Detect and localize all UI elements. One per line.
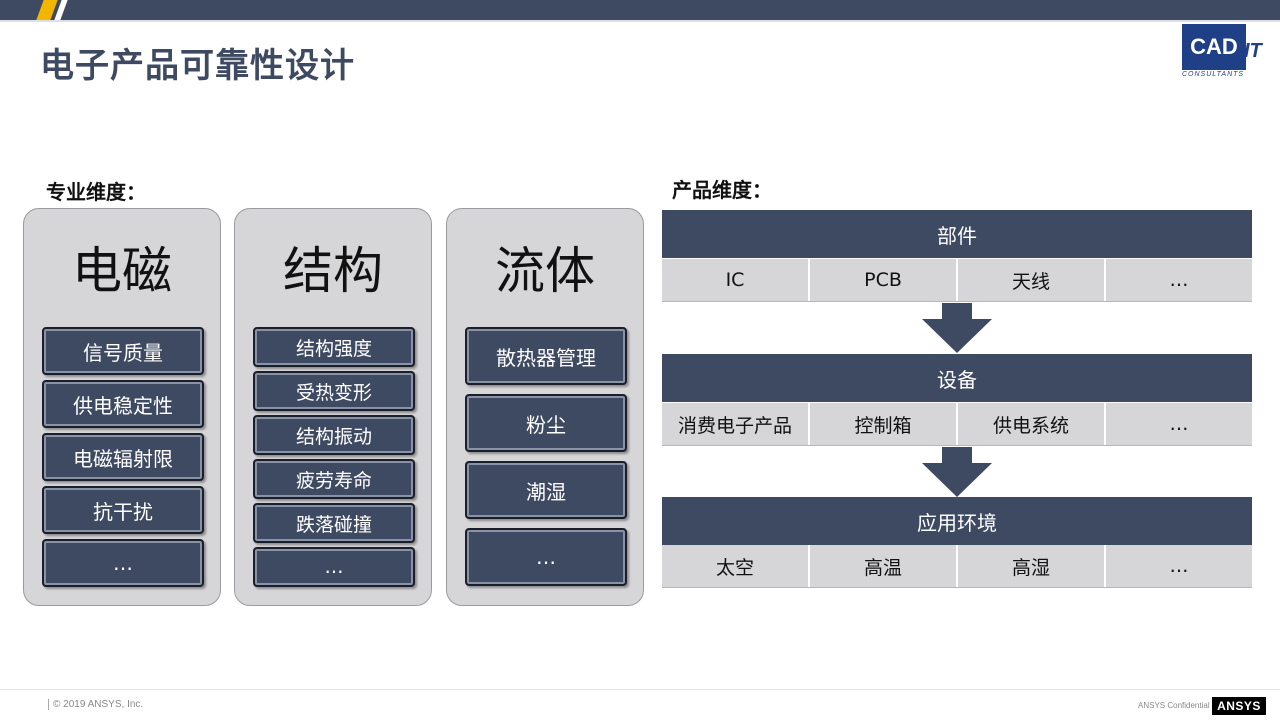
cadit-logo: CAD IT CONSULTANTS [1182, 24, 1278, 80]
copyright-text: © 2019 ANSYS, Inc. [48, 699, 143, 710]
level-cell: 高湿 [958, 545, 1106, 587]
level-cell: 太空 [662, 545, 810, 587]
column-fluid: 流体 散热器管理 粉尘 潮湿 … [446, 208, 644, 606]
logo-subtitle: CONSULTANTS [1182, 71, 1245, 78]
topic-chip: 跌落碰撞 [253, 503, 415, 543]
level-cell: … [1169, 269, 1189, 291]
slide-title: 电子产品可靠性设计 [40, 46, 355, 86]
top-bar [0, 0, 1280, 20]
column-structural: 结构 结构强度 受热变形 结构振动 疲劳寿命 跌落碰撞 … [234, 208, 432, 606]
level-heading-device: 设备 [662, 354, 1252, 402]
topic-chip: 散热器管理 [465, 327, 627, 385]
level-heading-component: 部件 [662, 210, 1252, 258]
column-heading: 电磁 [72, 242, 172, 300]
level-cell: 消费电子产品 [662, 403, 810, 445]
logo-suffix: IT [1244, 40, 1262, 62]
level-cell: 天线 [958, 259, 1106, 301]
level-row-device: 消费电子产品 控制箱 供电系统 … [662, 403, 1252, 446]
topic-chip: … [253, 547, 415, 587]
top-divider [0, 20, 1280, 22]
topic-chip: … [42, 539, 204, 587]
level-row-environment: 太空 高温 高湿 … [662, 545, 1252, 588]
column-electromagnetic: 电磁 信号质量 供电稳定性 电磁辐射限 抗干扰 … [23, 208, 221, 606]
down-arrow-icon [922, 447, 992, 497]
level-cell: IC [662, 259, 810, 301]
column-heading: 结构 [283, 242, 383, 300]
level-cell: … [1169, 413, 1189, 435]
product-dimension-label: 产品维度： [672, 178, 772, 202]
topic-chip: 疲劳寿命 [253, 459, 415, 499]
topic-chip: 供电稳定性 [42, 380, 204, 428]
down-arrow-icon [922, 303, 992, 353]
topic-chip: 电磁辐射限 [42, 433, 204, 481]
topic-chip: 结构振动 [253, 415, 415, 455]
topic-chip: 信号质量 [42, 327, 204, 375]
professional-dimension-label: 专业维度： [46, 180, 146, 204]
topic-chip: 潮湿 [465, 461, 627, 519]
topic-chip: 受热变形 [253, 371, 415, 411]
level-cell: 高温 [810, 545, 958, 587]
topic-chip: 结构强度 [253, 327, 415, 367]
level-cell: 供电系统 [958, 403, 1106, 445]
confidential-label: ANSYS Confidential [1138, 701, 1210, 710]
level-cell: … [1169, 555, 1189, 577]
level-row-component: IC PCB 天线 … [662, 259, 1252, 302]
footer-divider [0, 689, 1280, 690]
column-heading: 流体 [495, 242, 595, 300]
level-heading-environment: 应用环境 [662, 497, 1252, 545]
level-cell: 控制箱 [810, 403, 958, 445]
logo-main: CAD [1182, 24, 1246, 70]
topic-chip: 粉尘 [465, 394, 627, 452]
topic-chip: 抗干扰 [42, 486, 204, 534]
topic-chip: … [465, 528, 627, 586]
ansys-logo: ANSYS [1212, 697, 1266, 715]
level-cell: PCB [810, 259, 958, 301]
